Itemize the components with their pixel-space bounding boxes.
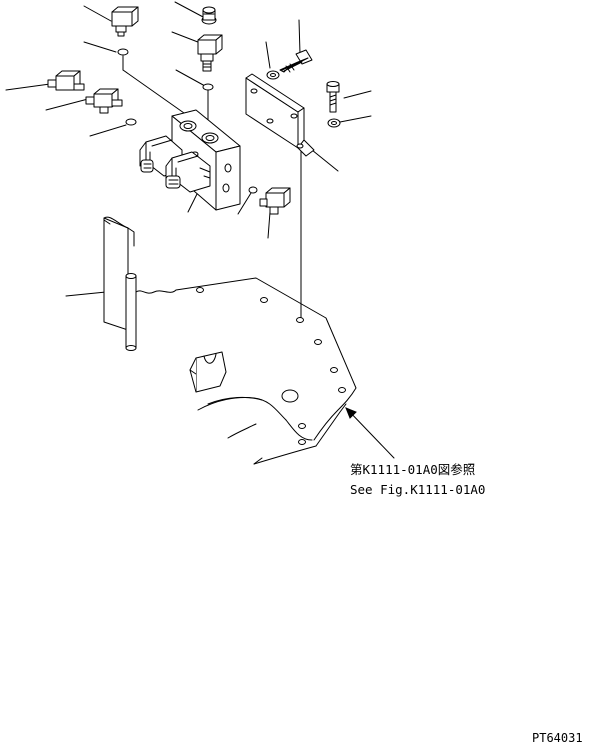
tee-fitting-left — [85, 88, 123, 114]
bolt-upper — [279, 49, 313, 73]
washer — [327, 118, 341, 128]
bolt-right — [326, 81, 340, 113]
washer-hole — [331, 121, 337, 125]
drawing-code: PT64031 — [532, 731, 583, 745]
o-ring — [117, 48, 129, 56]
o-ring — [248, 186, 258, 194]
elbow-fitting-right — [259, 187, 291, 215]
floor-plate — [135, 277, 357, 465]
rod — [125, 273, 137, 351]
mounting-bracket — [245, 73, 315, 157]
elbow-fitting-top — [201, 6, 217, 25]
tee-fitting-top — [111, 6, 139, 37]
clip-bracket — [189, 351, 227, 393]
reference-arrow — [345, 407, 395, 459]
elbow-fitting-mid — [197, 34, 223, 72]
guide-plate — [103, 216, 135, 331]
washer-hole — [270, 73, 276, 77]
elbow-fitting-left — [47, 70, 85, 91]
reference-label-en: See Fig.K1111-01A0 — [350, 482, 485, 497]
reference-label-jp: 第K1111-01A0図参照 — [350, 462, 475, 477]
o-ring — [125, 118, 137, 126]
washer — [266, 70, 280, 80]
o-ring — [202, 83, 214, 91]
solenoid-coil-lower — [165, 151, 211, 193]
